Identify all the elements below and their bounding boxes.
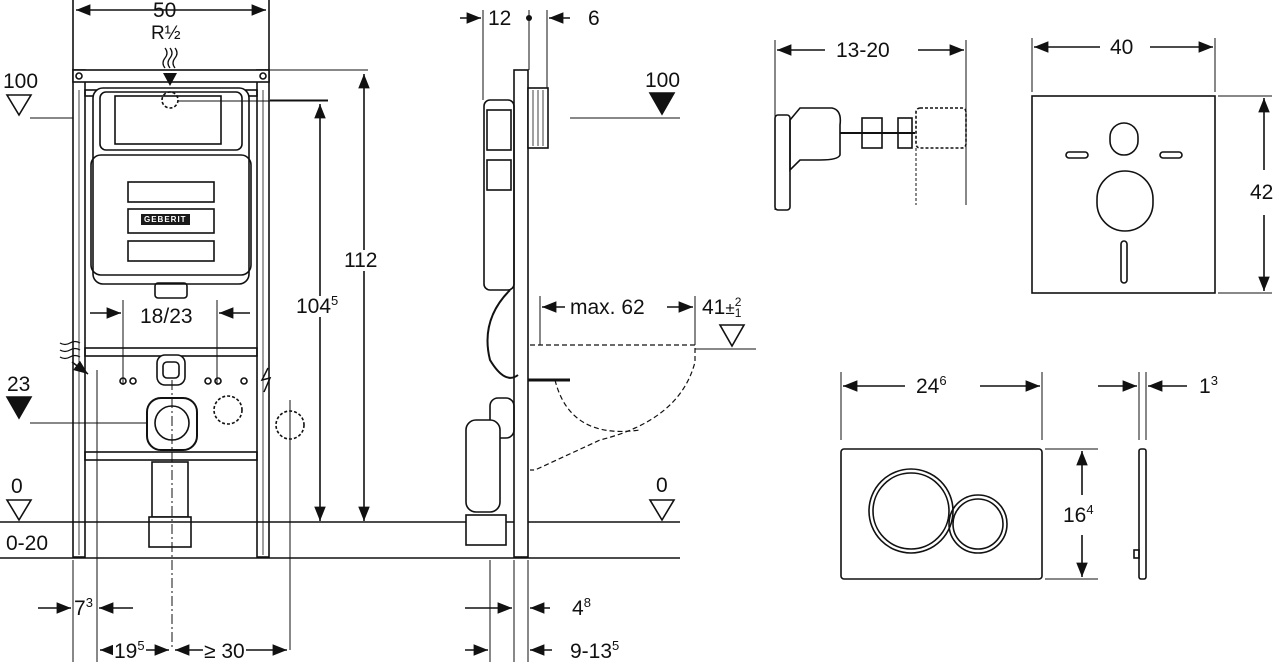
- label-side-bottom-a: 48: [572, 595, 591, 620]
- label-floor-range: 0-20: [6, 532, 49, 555]
- label-height-total: 112: [343, 249, 379, 272]
- side-bottom-b-sup: 5: [612, 638, 620, 653]
- plate-height-sup: 4: [1086, 502, 1094, 517]
- label-plate-depth: 13: [1199, 373, 1218, 398]
- label-level-left-top: 100: [3, 70, 39, 93]
- bowl-height-value: 41: [702, 296, 726, 319]
- plate-height-value: 16: [1063, 504, 1087, 527]
- label-level-left-floor: 0: [11, 475, 23, 498]
- sound-pad: [1031, 38, 1272, 294]
- height-main-value: 104: [296, 295, 332, 318]
- label-pad-height: 42: [1250, 181, 1274, 204]
- label-front-width: 50: [153, 0, 177, 22]
- label-side-level-floor: 0: [656, 474, 668, 497]
- side-bottom-a-sup: 8: [583, 595, 591, 610]
- side-view: [460, 10, 756, 662]
- label-bottom-left: 73: [74, 595, 93, 620]
- label-pipe-thread: R½: [151, 23, 181, 44]
- plate-depth-sup: 3: [1210, 373, 1218, 388]
- front-view: [5, 0, 370, 662]
- bottom-mid-sup: 5: [137, 638, 145, 653]
- label-fixing-length: 13-20: [836, 39, 890, 62]
- plate-width-value: 24: [916, 375, 940, 398]
- bowl-tol-upper: 2: [734, 295, 742, 310]
- fixing-detail: [774, 40, 967, 211]
- height-main-sup: 5: [331, 293, 339, 308]
- label-height-main: 1045: [295, 293, 340, 318]
- label-side-level-top: 100: [645, 69, 681, 92]
- label-bottom-mid: 195: [113, 638, 146, 663]
- label-level-left-mid: 23: [7, 373, 31, 396]
- label-plate-height: 164: [1063, 502, 1094, 527]
- floor-lines: [0, 521, 680, 559]
- plate-depth-value: 1: [1199, 375, 1211, 398]
- label-bowl-projection: max. 62: [570, 296, 645, 319]
- flush-plate: [840, 372, 1187, 580]
- label-drain-spacing: 18/23: [140, 305, 193, 328]
- bottom-mid-value: 19: [114, 640, 138, 663]
- geberit-logo: GEBERIT: [141, 214, 190, 225]
- bottom-left-value: 7: [74, 597, 86, 620]
- label-side-bottom-b: 9-135: [570, 638, 620, 663]
- label-side-top-left: 12: [488, 7, 512, 30]
- side-bottom-a-value: 4: [572, 597, 584, 620]
- bowl-tol-lower: 1: [734, 306, 742, 321]
- label-pad-width: 40: [1110, 36, 1134, 59]
- label-side-top-right: 6: [588, 7, 600, 30]
- side-bottom-b-value: 9-13: [570, 640, 613, 663]
- label-bottom-right: ≥ 30: [203, 640, 246, 663]
- label-plate-width: 246: [916, 373, 947, 398]
- plate-width-sup: 6: [939, 373, 947, 388]
- bottom-left-sup: 3: [85, 595, 93, 610]
